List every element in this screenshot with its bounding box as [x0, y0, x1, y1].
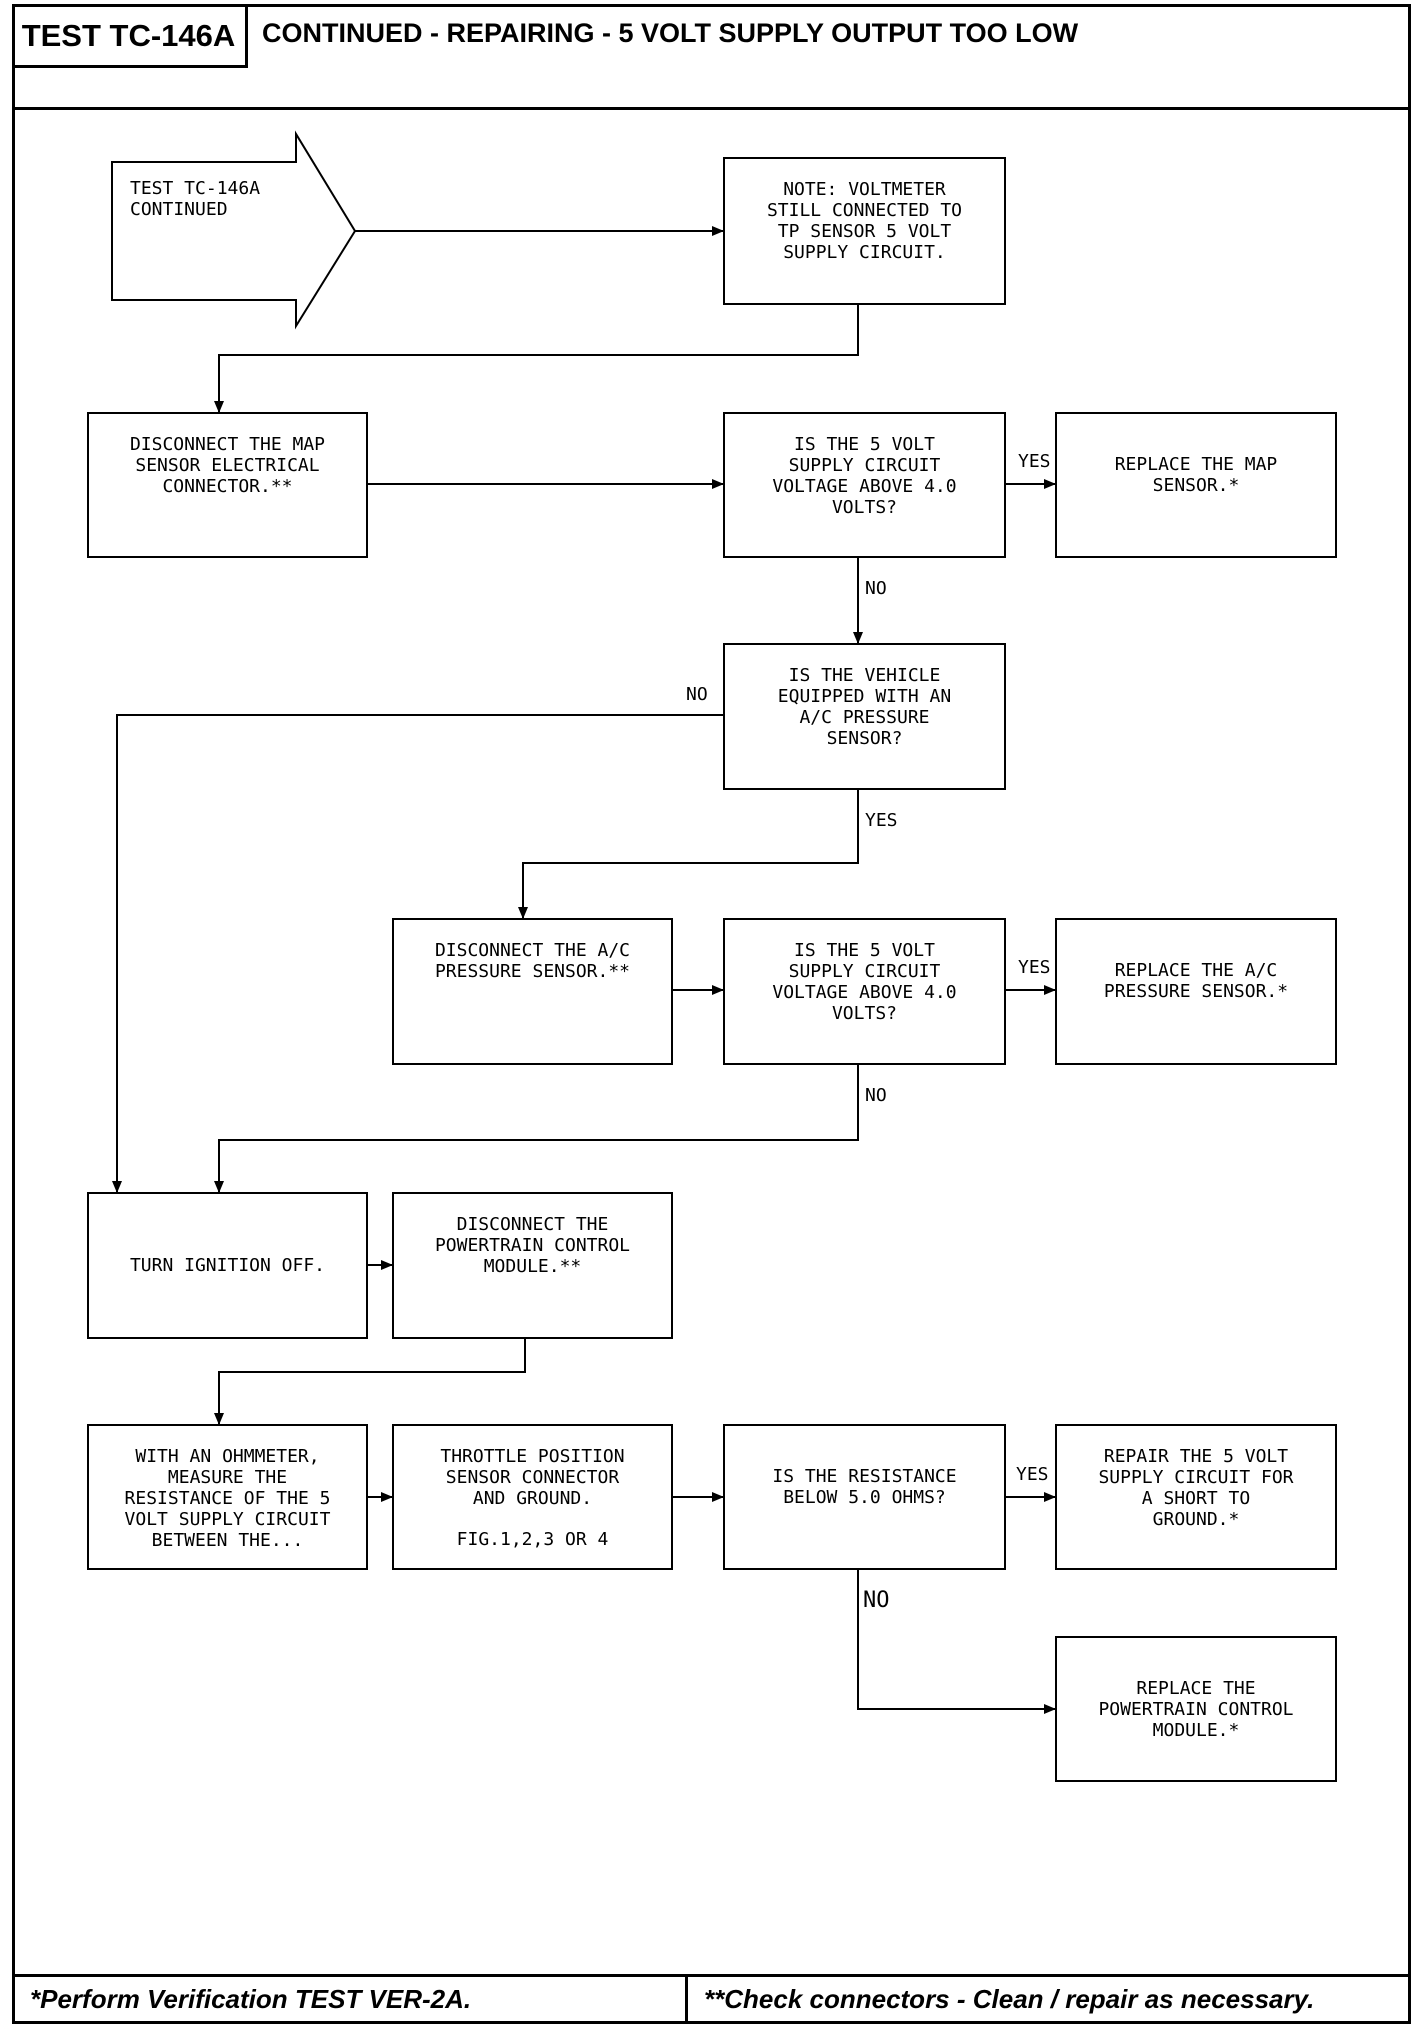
- replace-pcm-box: REPLACE THE POWERTRAIN CONTROL MODULE.*: [1055, 1636, 1337, 1782]
- footer-verification-note: *Perform Verification TEST VER-2A.: [30, 1984, 472, 2014]
- start-arrow-shape: [111, 130, 357, 330]
- header: [12, 4, 1411, 110]
- label-no-q2: NO: [865, 1085, 887, 1106]
- label-yes-q2: YES: [1018, 957, 1051, 978]
- footer-divider: [685, 1974, 688, 2024]
- connector-qac-yes: [518, 789, 859, 919]
- replace-map-box: REPLACE THE MAP SENSOR.*: [1055, 412, 1337, 558]
- disconnect-map-box: DISCONNECT THE MAP SENSOR ELECTRICAL CON…: [87, 412, 368, 558]
- label-yes-qres: YES: [1016, 1464, 1049, 1485]
- label-yes-qac: YES: [865, 810, 898, 831]
- footer: [12, 1974, 1411, 2024]
- connector-qac-no: [112, 714, 723, 1193]
- question-voltage-2-box: IS THE 5 VOLT SUPPLY CIRCUIT VOLTAGE ABO…: [723, 918, 1006, 1065]
- disconnect-ac-box: DISCONNECT THE A/C PRESSURE SENSOR.**: [392, 918, 673, 1065]
- question-ac-equipped-box: IS THE VEHICLE EQUIPPED WITH AN A/C PRES…: [723, 643, 1006, 790]
- connector-q2-no: [214, 1064, 859, 1193]
- repair-short-box: REPAIR THE 5 VOLT SUPPLY CIRCUIT FOR A S…: [1055, 1424, 1337, 1570]
- tps-figure-ref: FIG.1,2,3 OR 4: [456, 1529, 609, 1550]
- label-no-qac: NO: [686, 684, 708, 705]
- label-yes-q1: YES: [1018, 451, 1051, 472]
- page-title: CONTINUED - REPAIRING - 5 VOLT SUPPLY OU…: [262, 18, 1079, 48]
- note-voltmeter-box: NOTE: VOLTMETER STILL CONNECTED TO TP SE…: [723, 157, 1006, 305]
- connector-note-map: [214, 305, 859, 413]
- connector-qres-no: [857, 1569, 1056, 1714]
- question-resistance-box: IS THE RESISTANCE BELOW 5.0 OHMS?: [723, 1424, 1006, 1570]
- tps-connector-box: THROTTLE POSITION SENSOR CONNECTOR AND G…: [392, 1424, 673, 1570]
- disconnect-pcm-box: DISCONNECT THE POWERTRAIN CONTROL MODULE…: [392, 1192, 673, 1339]
- connector-pcm-measure: [214, 1339, 526, 1425]
- turn-ignition-off-box: TURN IGNITION OFF.: [87, 1192, 368, 1339]
- replace-ac-box: REPLACE THE A/C PRESSURE SENSOR.*: [1055, 918, 1337, 1065]
- test-id: TEST TC-146A: [12, 4, 248, 68]
- question-voltage-1-box: IS THE 5 VOLT SUPPLY CIRCUIT VOLTAGE ABO…: [723, 412, 1006, 558]
- label-no-qres: NO: [863, 1588, 890, 1613]
- start-label: TEST TC-146A CONTINUED: [130, 178, 261, 220]
- page-frame: [12, 4, 1411, 2024]
- footer-connector-note: **Check connectors - Clean / repair as n…: [704, 1984, 1315, 2014]
- label-no-q1: NO: [865, 578, 887, 599]
- measure-resistance-box: WITH AN OHMMETER, MEASURE THE RESISTANCE…: [87, 1424, 368, 1570]
